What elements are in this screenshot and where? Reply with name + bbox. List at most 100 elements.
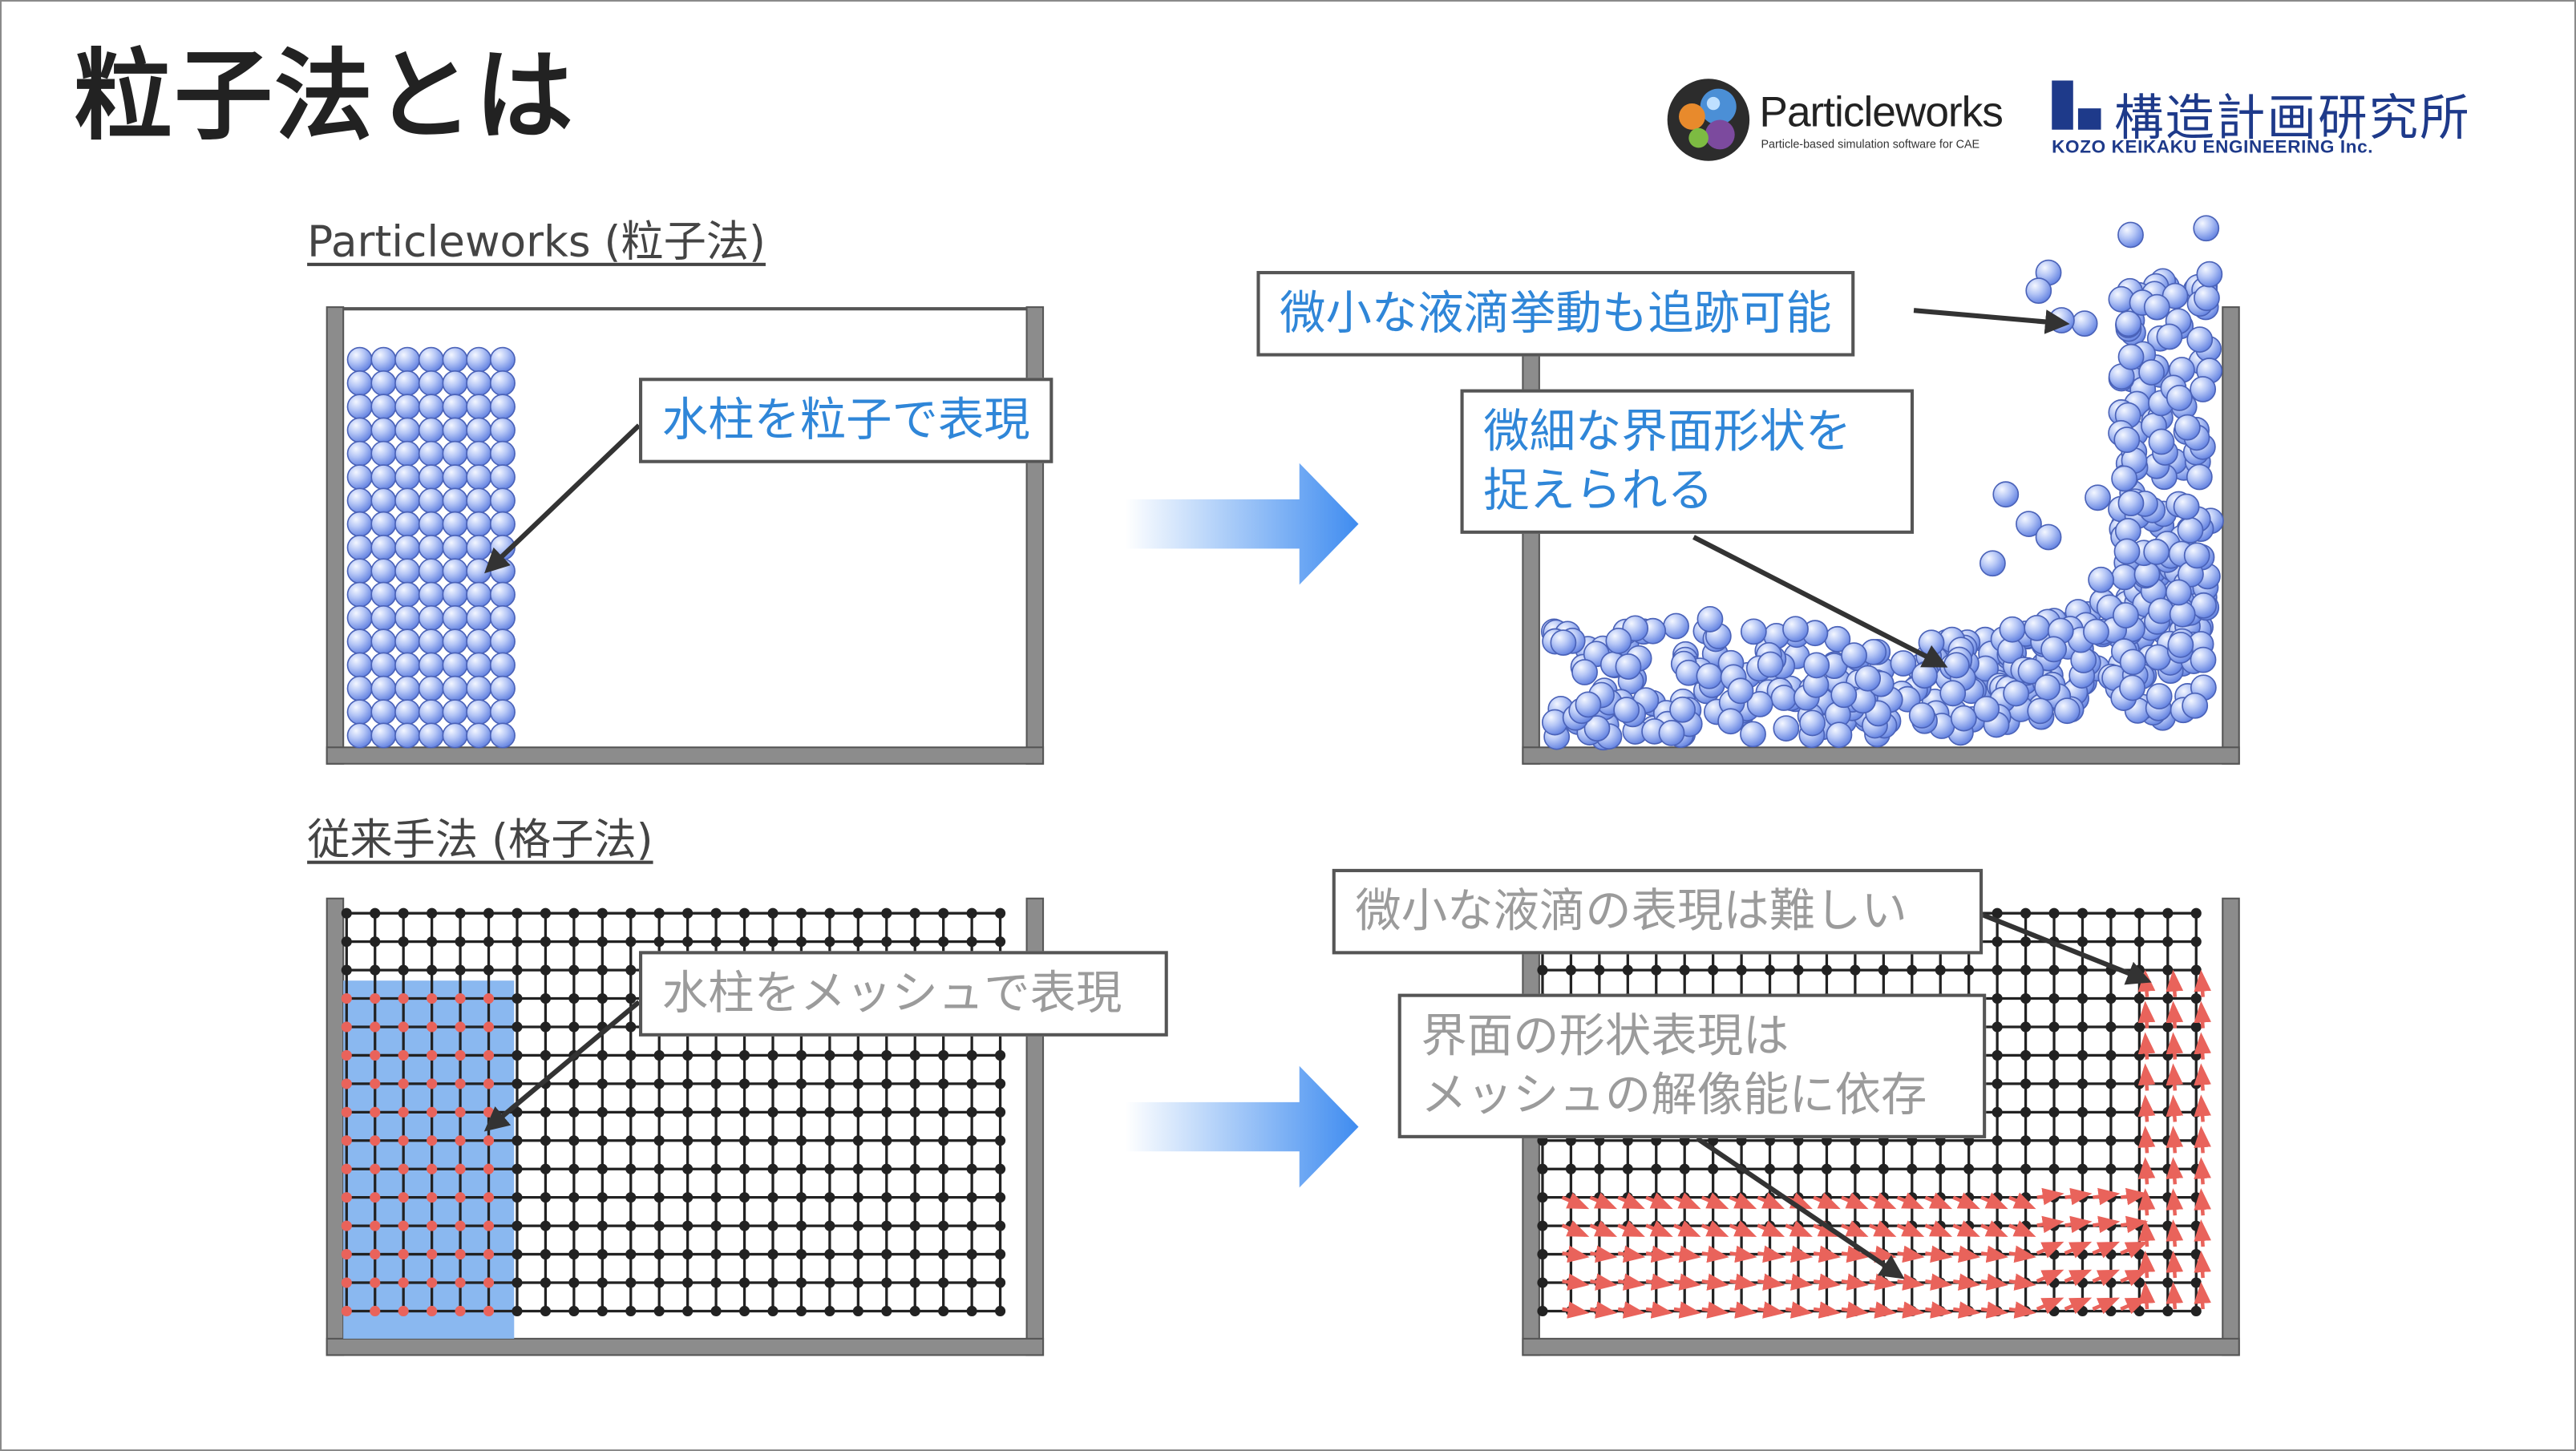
flow-arrow	[2036, 1241, 2064, 1259]
particle	[394, 722, 421, 749]
mesh-node	[483, 1021, 495, 1033]
mesh-node	[341, 964, 352, 976]
mesh-node	[568, 936, 580, 948]
mesh-node	[2048, 1049, 2060, 1061]
mesh-node	[455, 992, 466, 1004]
mesh-node	[1537, 1192, 1548, 1203]
flow-arrow	[1590, 1301, 1618, 1319]
mesh-node	[370, 1163, 381, 1174]
mesh-node	[2048, 1078, 2060, 1089]
mesh-node	[739, 1135, 750, 1146]
particle	[346, 511, 373, 537]
mesh-node	[625, 1305, 637, 1317]
mesh-node	[568, 1106, 580, 1118]
particle	[394, 394, 421, 420]
flow-arrow	[2137, 1281, 2156, 1310]
particle	[1943, 652, 1970, 679]
flow-arrow	[2166, 1126, 2184, 1154]
particle	[1992, 481, 2020, 508]
mesh-node	[2133, 1078, 2145, 1089]
flow-arrow	[1785, 1301, 1814, 1319]
mesh-node	[710, 1277, 722, 1288]
particle	[489, 628, 516, 655]
flow-arrow	[1589, 1192, 1618, 1210]
flow-arrow	[1672, 1192, 1701, 1210]
mesh-node	[938, 1106, 949, 1118]
particle	[370, 675, 397, 701]
mesh-node	[881, 1163, 892, 1174]
particle	[346, 535, 373, 561]
mesh-node	[710, 1305, 722, 1317]
mesh-node	[455, 1192, 466, 1203]
mesh-node	[625, 1049, 637, 1061]
mesh-node	[909, 1249, 920, 1260]
mesh-node	[2105, 1305, 2117, 1317]
mesh-node	[2133, 1277, 2145, 1288]
mesh-node	[2105, 1277, 2117, 1288]
mesh-node	[341, 1106, 352, 1118]
mesh-node	[512, 1106, 523, 1118]
mesh-node	[427, 964, 438, 976]
particle-splash	[1540, 215, 2224, 751]
mesh-node	[625, 992, 637, 1004]
mesh-node	[483, 907, 495, 919]
flow-arrow	[1897, 1301, 1925, 1319]
mesh-node	[995, 1192, 1006, 1203]
flow-arrow	[1757, 1245, 1785, 1263]
particle	[1658, 720, 1685, 746]
mesh-node	[596, 1078, 608, 1089]
flow-arrow	[1925, 1245, 1953, 1263]
particle	[2088, 566, 2115, 593]
mesh-node	[881, 1305, 892, 1317]
mesh-node	[2077, 1135, 2089, 1146]
flow-arrow	[1700, 1220, 1729, 1237]
particleworks-logo-name: Particleworks	[1759, 87, 2003, 137]
mesh-node	[2133, 936, 2145, 948]
mesh-node	[795, 1249, 807, 1260]
mesh-node	[596, 1049, 608, 1061]
particle	[2053, 697, 2081, 725]
mesh-node	[2077, 992, 2089, 1004]
particle	[1841, 642, 1867, 669]
flow-arrow	[1645, 1245, 1674, 1263]
particle	[489, 394, 516, 420]
particle	[394, 699, 421, 726]
mesh-node	[2077, 936, 2089, 948]
mesh-node	[767, 1192, 778, 1203]
particle	[346, 394, 373, 420]
section-title-particle: Particleworks (粒子法)	[307, 218, 766, 268]
mesh-node	[2020, 992, 2032, 1004]
flow-arrow	[1617, 1220, 1645, 1237]
mesh-node	[2020, 1049, 2032, 1061]
mesh-node	[1992, 936, 2003, 948]
mesh-node	[995, 1106, 1006, 1118]
mesh-node	[653, 1049, 665, 1061]
mesh-node	[2020, 1106, 2032, 1118]
mesh-node	[483, 1277, 495, 1288]
particle	[418, 628, 444, 655]
mesh-node	[2105, 1135, 2117, 1146]
mesh-node	[2162, 964, 2174, 976]
particle	[2167, 631, 2194, 658]
mesh-node	[512, 1078, 523, 1089]
mesh-node	[2077, 1163, 2089, 1174]
particle	[2034, 674, 2060, 701]
mesh-node	[398, 964, 409, 976]
mesh-node	[909, 936, 920, 948]
mesh-node	[938, 1220, 949, 1231]
transition-arrow-top	[1125, 463, 1359, 585]
mesh-node	[795, 1277, 807, 1288]
mesh-node	[596, 1163, 608, 1174]
pointer-water-mesh	[483, 1000, 641, 1132]
mesh-node	[2190, 964, 2202, 976]
mesh-node	[370, 1106, 381, 1118]
mesh-node	[2077, 1078, 2089, 1089]
flow-arrow	[2008, 1245, 2036, 1263]
particle	[1550, 629, 1577, 657]
mesh-node	[2077, 1021, 2089, 1033]
mesh-node	[370, 1021, 381, 1033]
flow-arrow	[2166, 1157, 2184, 1185]
mesh-node	[427, 992, 438, 1004]
particle	[394, 487, 421, 514]
mesh-node	[1594, 964, 1605, 976]
